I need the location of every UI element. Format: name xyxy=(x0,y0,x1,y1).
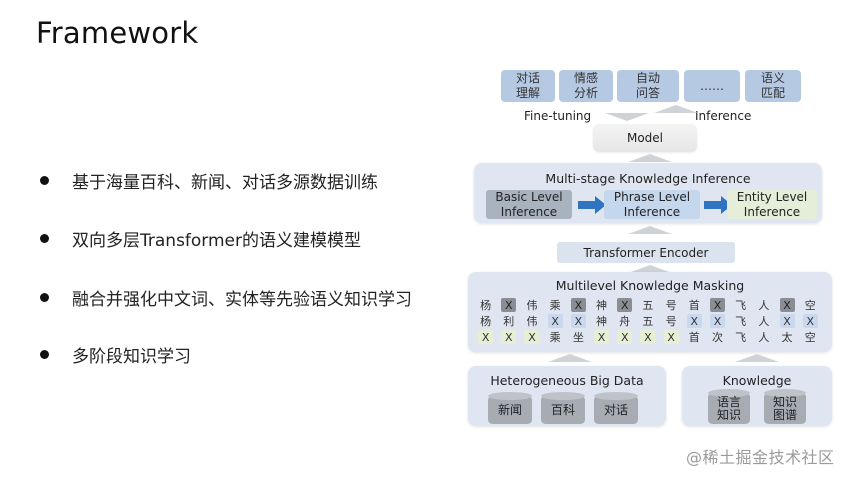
masked-token: X xyxy=(497,297,520,313)
token: 乘 xyxy=(549,299,561,312)
masked-token: X xyxy=(706,297,729,313)
masked-token: X xyxy=(544,313,567,329)
token: 号 xyxy=(665,299,677,312)
token: 空 xyxy=(804,331,816,344)
bullet-text: 多阶段知识学习 xyxy=(72,346,191,367)
masked-token: X xyxy=(636,329,659,345)
stage-phrase-level: Phrase Level Inference xyxy=(604,190,700,219)
arrow-up-icon xyxy=(628,154,672,162)
source-encyclopedia-cylinder: 百科 xyxy=(541,392,585,427)
token: 人 xyxy=(758,331,770,344)
token: 神 xyxy=(596,299,608,312)
masked-token: X xyxy=(683,313,706,329)
arrow-up-icon xyxy=(628,265,672,273)
knowledge-panel: Knowledge xyxy=(682,366,832,426)
masked-token: X xyxy=(474,329,497,345)
token: 坐 xyxy=(572,331,584,344)
watermark: @稀土掘金技术社区 xyxy=(686,448,835,467)
bullet-item: 双向多层Transformer的语义建模模型 xyxy=(40,224,412,252)
source-knowledge-graph-cylinder: 知识 图谱 xyxy=(764,389,806,427)
stage-entity-level: Entity Level Inference xyxy=(727,190,817,219)
masked-token: X xyxy=(706,313,729,329)
masked-token: X xyxy=(567,297,590,313)
token: 利 xyxy=(503,315,515,328)
bullet-item: 融合并强化中文词、实体等先验语义知识学习 xyxy=(40,283,412,311)
source-news-cylinder: 新闻 xyxy=(488,392,532,427)
arrow-up-icon xyxy=(735,354,779,362)
masked-token: X xyxy=(775,313,798,329)
model-box: Model xyxy=(593,124,697,152)
task-semantic-matching: 语义 匹配 xyxy=(745,70,801,102)
token: 伟 xyxy=(526,299,538,312)
stage-basic-level: Basic Level Inference xyxy=(486,190,572,219)
token: 首 xyxy=(688,331,700,344)
token: 太 xyxy=(781,331,793,344)
task-question-answering: 自动 问答 xyxy=(617,70,679,102)
token: 次 xyxy=(711,331,723,344)
bullet-dot-icon xyxy=(40,292,49,302)
bullet-item: 多阶段知识学习 xyxy=(40,340,412,368)
bullet-text: 基于海量百科、新闻、对话多源数据训练 xyxy=(72,172,378,193)
bullet-dot-icon xyxy=(40,349,49,359)
token: 伟 xyxy=(526,315,538,328)
fine-tuning-label: Fine-tuning xyxy=(524,109,592,123)
masked-token: X xyxy=(590,329,613,345)
token: 杨 xyxy=(480,315,492,328)
arrow-up-icon xyxy=(548,354,592,362)
token: 空 xyxy=(804,299,816,312)
masked-token: X xyxy=(660,329,683,345)
arrow-up-icon xyxy=(654,105,698,113)
arrow-down-icon xyxy=(605,113,649,121)
source-dialogue-cylinder: 对话 xyxy=(594,392,638,427)
masking-panel-title: Multilevel Knowledge Masking xyxy=(555,278,745,293)
task-dialogue-understanding: 对话 理解 xyxy=(501,70,555,102)
masked-token: X xyxy=(799,313,822,329)
token: 号 xyxy=(665,315,677,328)
token: 五 xyxy=(642,315,654,328)
inference-panel-title: Multi-stage Knowledge Inference xyxy=(545,171,751,186)
masked-token: X xyxy=(567,313,590,329)
token: 神 xyxy=(596,315,608,328)
token: 首 xyxy=(688,299,700,312)
source-language-knowledge-cylinder: 语言 知识 xyxy=(708,389,750,427)
token: 乘 xyxy=(549,331,561,344)
transformer-encoder-box: Transformer Encoder xyxy=(557,242,735,263)
task-more: …… xyxy=(684,70,740,102)
bullet-list: 基于海量百科、新闻、对话多源数据训练 双向多层Transformer的语义建模模… xyxy=(40,166,412,398)
token: 飞 xyxy=(735,331,747,344)
token: 杨 xyxy=(480,299,492,312)
bullet-text: 融合并强化中文词、实体等先验语义知识学习 xyxy=(72,289,412,310)
task-sentiment-analysis: 情感 分析 xyxy=(559,70,613,102)
bullet-text: 双向多层Transformer的语义建模模型 xyxy=(72,230,362,251)
inference-label: Inference xyxy=(695,109,752,123)
knowledge-panel-title: Knowledge xyxy=(722,373,792,388)
big-data-panel-title: Heterogeneous Big Data xyxy=(490,373,644,388)
arrow-right-icon xyxy=(578,196,606,214)
token: 舟 xyxy=(619,315,631,328)
masked-token: X xyxy=(497,329,520,345)
token: 人 xyxy=(758,299,770,312)
arrow-up-icon xyxy=(628,226,672,234)
token: 五 xyxy=(642,299,654,312)
masked-token: X xyxy=(613,329,636,345)
bullet-item: 基于海量百科、新闻、对话多源数据训练 xyxy=(40,166,412,194)
masked-token: X xyxy=(520,329,543,345)
masked-token: X xyxy=(613,297,636,313)
slide-title: Framework xyxy=(36,16,199,50)
bullet-dot-icon xyxy=(40,175,49,185)
arrow-right-icon xyxy=(704,196,732,214)
masked-token: X xyxy=(775,297,798,313)
token: 人 xyxy=(758,315,770,328)
bullet-dot-icon xyxy=(40,233,49,243)
token: 飞 xyxy=(735,299,747,312)
token: 飞 xyxy=(735,315,747,328)
